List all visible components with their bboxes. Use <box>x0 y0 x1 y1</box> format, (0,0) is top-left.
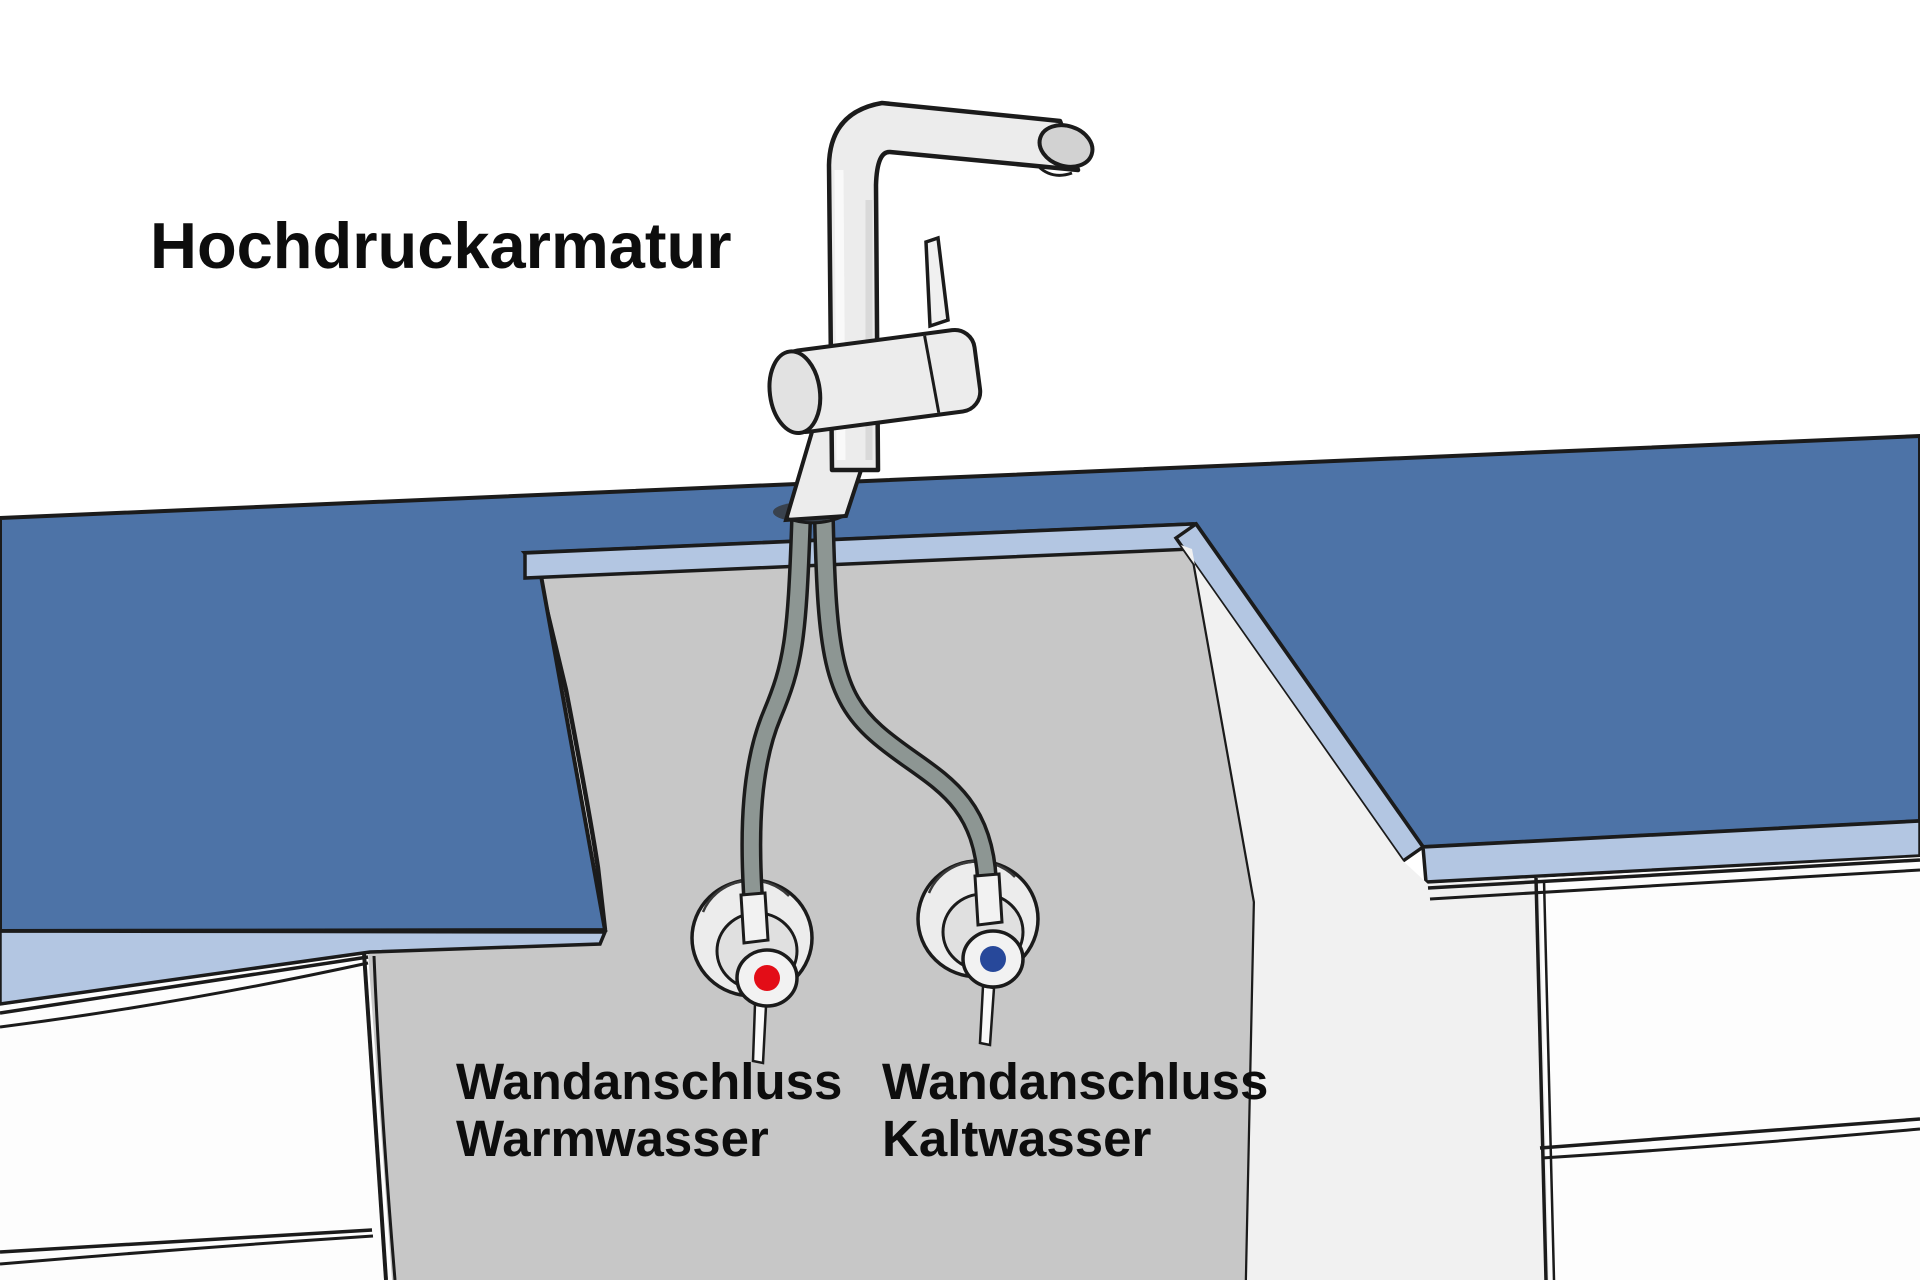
right-drawer-gap-line <box>1539 1117 1920 1150</box>
faucet-body-endcap <box>767 349 823 435</box>
warm-hose-connector <box>739 891 770 945</box>
right-cabinet-side-line <box>1534 877 1548 1280</box>
niche-left-edge-line <box>535 572 608 931</box>
warm-hose <box>743 514 809 904</box>
right-front-edge-face <box>1421 819 1920 884</box>
faucet-body-group <box>767 327 983 435</box>
faucet-lever-handle <box>924 235 950 329</box>
left-front-edge-face <box>0 929 608 1006</box>
right-cabinet <box>1181 545 1920 1280</box>
spout-aerator-lip <box>1036 164 1073 177</box>
right-cabinet-side-panel <box>1181 545 1549 1280</box>
left-cabinet-top-gap-line <box>0 955 369 1015</box>
left-cabinet-top-gap-line2 <box>0 961 369 1029</box>
wall-niche-surface <box>368 549 1255 1280</box>
right-cabinet-top-gap-line <box>1427 858 1920 890</box>
left-drawer-gap-line2 <box>0 1234 374 1266</box>
warm-indicator-dot <box>754 965 780 991</box>
left-cabinet-side-line <box>362 952 388 1280</box>
right-cabinet-side-line2 <box>1542 879 1556 1280</box>
cold-indicator-dot <box>980 946 1006 972</box>
countertop <box>0 433 1920 1006</box>
faucet-base-bottom-line <box>785 513 847 525</box>
cold-valve-flange-detail <box>927 860 1016 894</box>
right-cabinet-top-gap-line2 <box>1429 868 1920 901</box>
diagram-title: Hochdruckarmatur <box>150 209 732 282</box>
cold-connection-label-line1: Wandanschluss <box>882 1053 1269 1110</box>
right-drawer-gap-line2 <box>1541 1127 1920 1160</box>
faucet-body-seam <box>923 335 941 413</box>
faucet <box>767 100 1095 525</box>
left-cabinet-side-line2 <box>372 955 397 1280</box>
cold-connection-label: Wandanschluss Kaltwasser <box>882 1053 1268 1167</box>
warm-connection-label: Wandanschluss Warmwasser <box>456 1053 842 1167</box>
spout-outlet <box>1037 123 1095 169</box>
left-cabinet <box>0 952 397 1280</box>
cold-hose-connector <box>973 872 1004 927</box>
warm-connection-label-line2: Warmwasser <box>456 1110 769 1167</box>
right-cabinet-front <box>1426 857 1920 1280</box>
left-cabinet-front <box>0 955 390 1280</box>
cold-hose <box>816 514 995 888</box>
left-drawer-gap-line <box>0 1228 373 1254</box>
cold-connection-label-line2: Kaltwasser <box>882 1110 1152 1167</box>
warm-connection-label-line1: Wandanschluss <box>456 1053 843 1110</box>
supply-hoses <box>740 511 998 907</box>
